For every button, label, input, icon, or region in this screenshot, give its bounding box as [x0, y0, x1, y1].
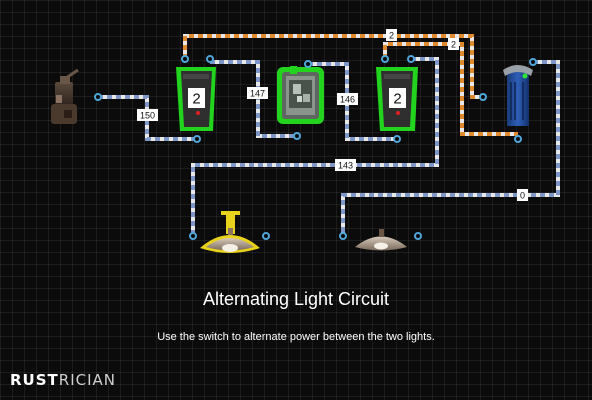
- battery[interactable]: [503, 65, 533, 126]
- connector-light-left-out[interactable]: [262, 232, 270, 240]
- wire-label-147-bg: [247, 87, 268, 99]
- wire-label-2-second-text: 2: [451, 40, 456, 50]
- brand-logo-part2: RICIAN: [58, 371, 116, 389]
- wire-label-146-bg: [337, 93, 358, 105]
- wire-label-143-bg: [335, 159, 356, 171]
- connector-light-left-in[interactable]: [189, 232, 197, 240]
- diagram-subtitle: Use the switch to alternate power betwee…: [157, 331, 435, 343]
- wire-143[interactable]: [191, 57, 439, 236]
- branch-right[interactable]: 2: [376, 67, 418, 131]
- branch-right-value: 2: [393, 91, 401, 108]
- wire-label-2-top: 2: [386, 29, 397, 41]
- connector-branch-right-in[interactable]: [393, 135, 401, 143]
- wire-label-0: 0: [517, 189, 528, 201]
- connector-battery-in-a[interactable]: [479, 93, 487, 101]
- connector-light-right-out[interactable]: [414, 232, 422, 240]
- wire-2-top[interactable]: [183, 34, 483, 99]
- wire-2-second[interactable]: [383, 42, 518, 136]
- wire-label-146: 146: [337, 93, 358, 105]
- wire-label-147-text: 147: [250, 89, 265, 99]
- wire-label-150-text: 150: [140, 111, 155, 121]
- connector-branch-right-branch[interactable]: [381, 55, 389, 63]
- wire-label-150: 150: [137, 109, 158, 121]
- wire-label-0-bg: [517, 189, 528, 201]
- wire-label-150-bg: [137, 109, 158, 121]
- wire-0[interactable]: [341, 60, 560, 236]
- connector-switch-out[interactable]: [304, 60, 312, 68]
- generator[interactable]: [51, 68, 79, 124]
- ceiling-light-right[interactable]: [355, 229, 407, 251]
- diagram-title: Alternating Light Circuit: [202, 289, 390, 309]
- wire-label-146-text: 146: [340, 95, 355, 105]
- branch-left-value: 2: [192, 91, 200, 108]
- ceiling-light-left[interactable]: [200, 211, 260, 253]
- connector-light-right-in[interactable]: [339, 232, 347, 240]
- branch-left[interactable]: 2: [176, 67, 216, 131]
- connector-battery-out[interactable]: [529, 58, 537, 66]
- wire-label-143: 143: [335, 159, 356, 171]
- connector-branch-right-out[interactable]: [407, 55, 415, 63]
- brand-logo: RUSTRICIAN: [10, 371, 116, 389]
- connector-branch-left-out[interactable]: [206, 55, 214, 63]
- connector-branch-left-branch[interactable]: [181, 55, 189, 63]
- connector-switch-in[interactable]: [293, 132, 301, 140]
- wire-label-2-top-text: 2: [389, 31, 394, 41]
- wire-label-143-text: 143: [338, 161, 353, 171]
- connector-generator-out[interactable]: [94, 93, 102, 101]
- switch[interactable]: [277, 66, 324, 124]
- brand-logo-part1: RUST: [10, 371, 59, 389]
- wire-label-2-second-bg: [448, 38, 459, 50]
- wire-label-2-top-bg: [386, 29, 397, 41]
- connectors: [94, 55, 537, 240]
- connector-battery-in-b[interactable]: [514, 135, 522, 143]
- connector-branch-left-in[interactable]: [193, 135, 201, 143]
- wire-label-2-second: 2: [448, 38, 459, 50]
- wire-label-0-text: 0: [520, 191, 525, 201]
- wires: [98, 34, 560, 236]
- wire-label-147: 147: [247, 87, 268, 99]
